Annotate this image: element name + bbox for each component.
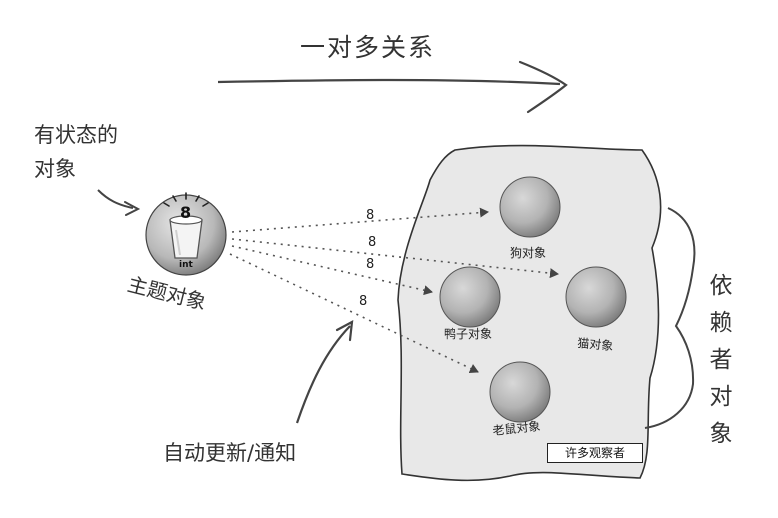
many-observers-box: 许多观察者 (547, 443, 643, 463)
dependents-char-2: 赖 (709, 310, 733, 336)
dependents-char-4: 对 (709, 384, 733, 410)
stateful-label-line-1: 有状态的 (34, 123, 118, 147)
notify-value-dog: 8 (366, 208, 374, 223)
notify-value-mouse: 8 (359, 294, 367, 309)
sparkle-icon (163, 192, 209, 207)
dependents-char-3: 者 (709, 347, 733, 373)
subject-type-label: int (179, 260, 193, 270)
dependents-label: 依 赖 者 对 象 (706, 268, 736, 453)
notify-value-duck: 8 (366, 257, 374, 272)
one-to-many-title: 一对多关系 (300, 33, 436, 62)
stateful-object-label: 有状态的 对象 (34, 118, 154, 186)
notify-line-dog (231, 207, 489, 233)
notify-value-cat: 8 (368, 235, 376, 250)
stateful-label-line-2: 对象 (34, 157, 76, 181)
dependents-char-5: 象 (709, 421, 733, 447)
cat-object-label: 猫对象 (577, 336, 614, 353)
duck-object-label: 鸭子对象 (444, 327, 492, 341)
subject-state-value: 8 (180, 203, 191, 222)
duck-object-ball (439, 266, 501, 328)
dependents-char-1: 依 (709, 273, 733, 299)
mouse-object-label: 老鼠对象 (492, 419, 541, 438)
one-to-many-arrow (217, 60, 568, 114)
notify-lines (229, 207, 559, 374)
dog-object-ball (499, 176, 561, 238)
update-pointer-arrow (295, 320, 354, 424)
mouse-object-ball (489, 361, 551, 423)
stateful-pointer-arrow (97, 189, 141, 216)
observer-blob (397, 144, 662, 482)
cat-object-ball (565, 266, 627, 328)
auto-update-label: 自动更新/通知 (163, 441, 297, 465)
dependents-brace (644, 207, 696, 429)
notify-line-cat (231, 238, 559, 279)
subject-object: 8 int (145, 192, 227, 276)
state-cup-icon (169, 215, 203, 259)
dog-object-label: 狗对象 (510, 246, 546, 260)
